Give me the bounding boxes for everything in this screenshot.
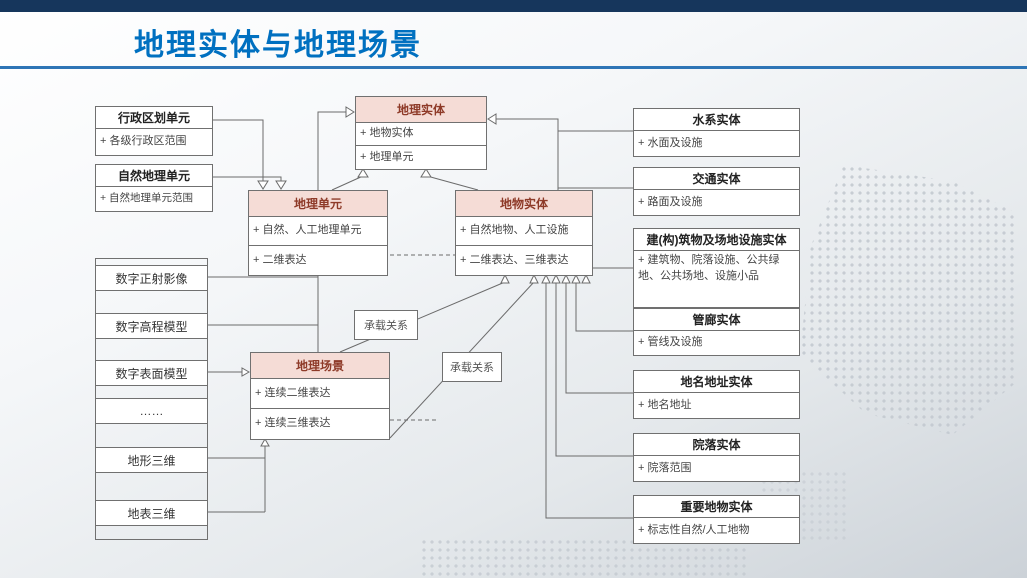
node-feature-entity-title: 地物实体 xyxy=(456,191,592,217)
raster-row-terrain3d: 地形三维 xyxy=(96,447,207,473)
raster-row-dem: 数字高程模型 xyxy=(96,313,207,339)
node-geo-unit-attr1: + 自然、人工地理单元 xyxy=(249,217,387,246)
top-bar xyxy=(0,0,1027,12)
node-feature-entity-attr2: + 二维表达、三维表达 xyxy=(460,253,569,266)
node-geo-entity-title: 地理实体 xyxy=(356,97,486,123)
raster-stack: 数字正射影像 数字高程模型 数字表面模型 …… 地形三维 地表三维 xyxy=(95,258,208,540)
page-title: 地理实体与地理场景 xyxy=(134,29,422,62)
node-important-title: 重要地物实体 xyxy=(634,496,799,518)
node-admin-unit-attr1: + 各级行政区范围 xyxy=(100,135,187,148)
relation-carry-1: 承载关系 xyxy=(354,310,418,340)
node-geo-scene-title: 地理场景 xyxy=(251,353,389,379)
node-geo-scene-attr2: + 连续三维表达 xyxy=(255,417,331,430)
node-feature-entity-attr1: + 自然地物、人工设施 xyxy=(456,217,592,246)
node-admin-unit-title: 行政区划单元 xyxy=(96,107,212,129)
node-address-attr1: + 地名地址 xyxy=(638,398,692,411)
node-building-entity: 建(构)筑物及场地设施实体 + 建筑物、院落设施、公共绿地、公共场地、设施小品 xyxy=(633,228,800,308)
raster-row-dom: 数字正射影像 xyxy=(96,265,207,291)
node-water-attr1: + 水面及设施 xyxy=(638,136,703,149)
node-address-title: 地名地址实体 xyxy=(634,371,799,393)
node-building-title: 建(构)筑物及场地设施实体 xyxy=(634,229,799,251)
node-courtyard-title: 院落实体 xyxy=(634,434,799,456)
node-geo-unit-title: 地理单元 xyxy=(249,191,387,217)
node-geo-entity: 地理实体 + 地物实体 + 地理单元 xyxy=(355,96,487,170)
node-courtyard-attr1: + 院落范围 xyxy=(638,461,692,474)
raster-row-surface3d: 地表三维 xyxy=(96,500,207,526)
title-underline xyxy=(0,66,1027,69)
raster-row-more: …… xyxy=(96,398,207,424)
node-geo-entity-attr2: + 地理单元 xyxy=(360,150,414,163)
node-important-attr1: + 标志性自然/人工地物 xyxy=(638,523,750,536)
node-natural-unit: 自然地理单元 + 自然地理单元范围 xyxy=(95,164,213,212)
node-traffic-title: 交通实体 xyxy=(634,168,799,190)
node-pipeline-attr1: + 管线及设施 xyxy=(638,336,703,349)
relation-carry-2: 承载关系 xyxy=(442,352,502,382)
node-geo-entity-attr1: + 地物实体 xyxy=(356,123,486,146)
node-geo-unit-attr2: + 二维表达 xyxy=(253,253,307,266)
raster-row-dsm: 数字表面模型 xyxy=(96,360,207,386)
node-traffic-entity: 交通实体 + 路面及设施 xyxy=(633,167,800,216)
node-water-title: 水系实体 xyxy=(634,109,799,131)
node-geo-unit: 地理单元 + 自然、人工地理单元 + 二维表达 xyxy=(248,190,388,276)
node-building-attr1: + 建筑物、院落设施、公共绿地、公共场地、设施小品 xyxy=(638,254,780,282)
node-natural-unit-attr1: + 自然地理单元范围 xyxy=(100,192,194,205)
node-address-entity: 地名地址实体 + 地名地址 xyxy=(633,370,800,419)
node-pipeline-entity: 管廊实体 + 管线及设施 xyxy=(633,308,800,356)
node-courtyard-entity: 院落实体 + 院落范围 xyxy=(633,433,800,482)
node-traffic-attr1: + 路面及设施 xyxy=(638,195,703,208)
node-geo-scene-attr1: + 连续二维表达 xyxy=(251,379,389,409)
node-natural-unit-title: 自然地理单元 xyxy=(96,165,212,187)
node-feature-entity: 地物实体 + 自然地物、人工设施 + 二维表达、三维表达 xyxy=(455,190,593,276)
node-important-entity: 重要地物实体 + 标志性自然/人工地物 xyxy=(633,495,800,544)
node-water-entity: 水系实体 + 水面及设施 xyxy=(633,108,800,157)
node-admin-unit: 行政区划单元 + 各级行政区范围 xyxy=(95,106,213,156)
node-pipeline-title: 管廊实体 xyxy=(634,309,799,331)
bottom-dots xyxy=(420,538,750,576)
node-geo-scene: 地理场景 + 连续二维表达 + 连续三维表达 xyxy=(250,352,390,440)
